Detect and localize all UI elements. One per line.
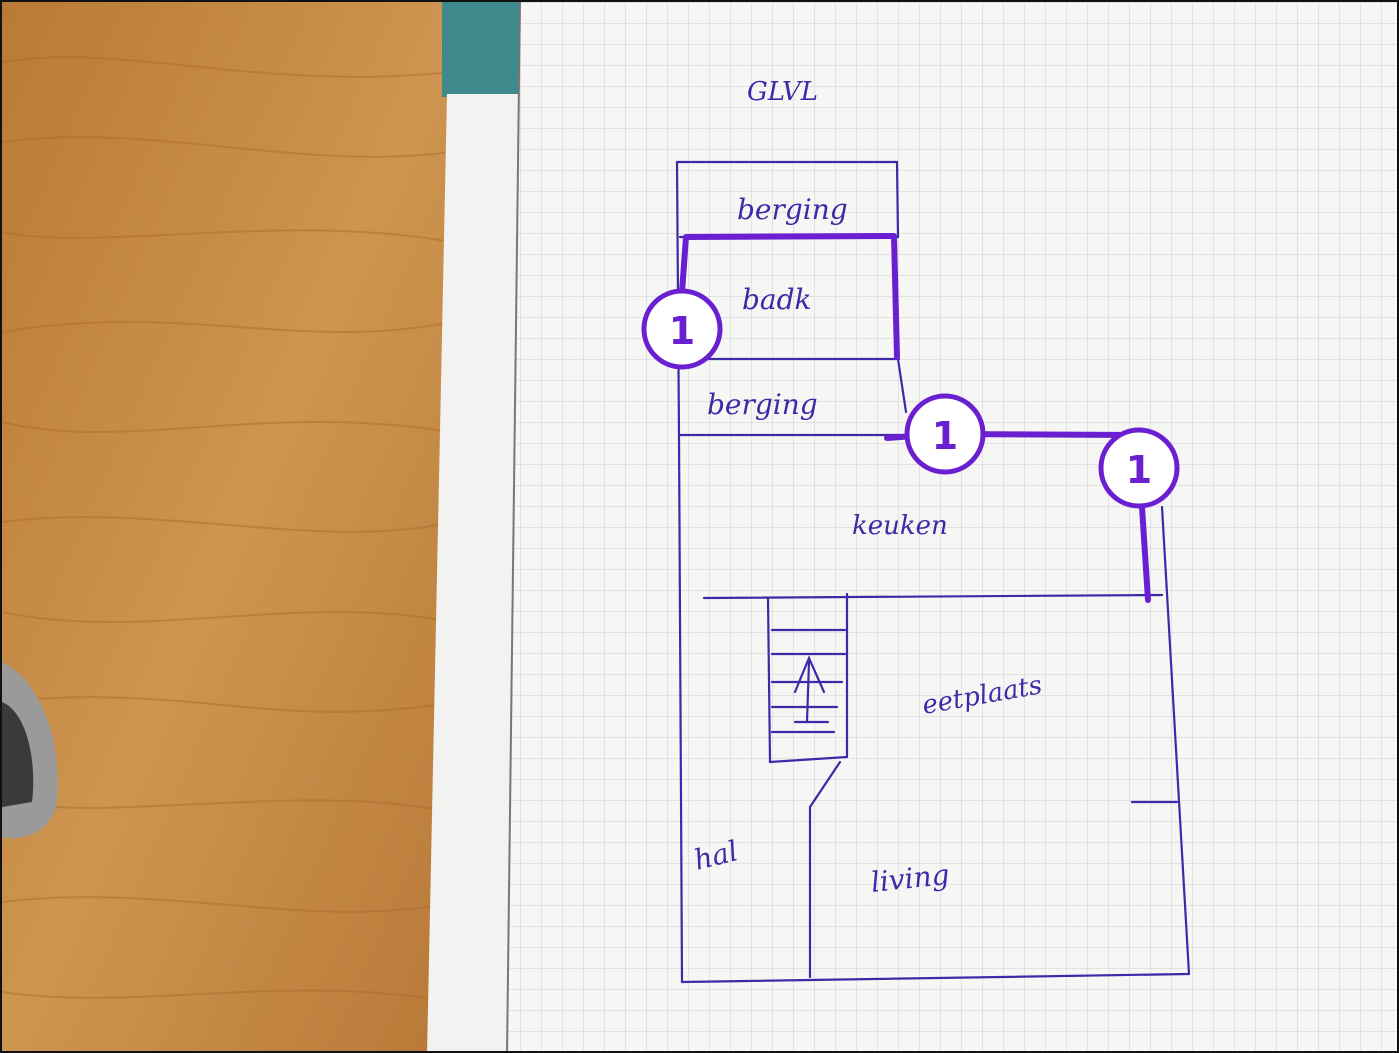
room-label-badk: badk xyxy=(742,283,812,316)
room-label-keuken: keuken xyxy=(852,511,948,541)
room-label-living: living xyxy=(869,858,951,899)
teal-card xyxy=(442,2,522,97)
svg-text:1: 1 xyxy=(1126,448,1152,492)
room-label-berging-top: berging xyxy=(737,193,848,226)
paper-sheet-back xyxy=(427,94,522,1051)
wood-table xyxy=(2,2,462,1051)
sketch-title: GLVL xyxy=(747,77,818,107)
annotation-badge-2: 1 xyxy=(904,393,986,475)
room-label-berging-middle: berging xyxy=(707,388,818,421)
svg-text:1: 1 xyxy=(932,414,958,458)
annotation-badge-1: 1 xyxy=(641,288,723,370)
annotation-badge-3: 1 xyxy=(1098,427,1180,509)
floor-plan-walls xyxy=(675,160,1191,984)
wood-grain xyxy=(2,56,453,1003)
svg-text:1: 1 xyxy=(669,309,695,353)
